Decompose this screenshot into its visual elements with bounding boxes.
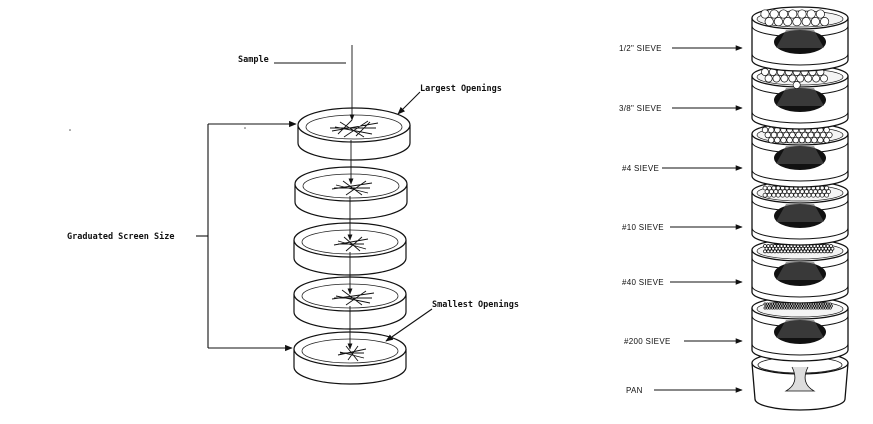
sieve-stack-diagram: 1/2" SIEVE 3/8" SIEVE #4 SIEVE #10 SIEVE… [619,6,849,411]
sieve-4 [751,180,849,246]
sieve-6 [751,296,849,362]
sieve-2 [751,64,849,130]
sieve-label-no4: #4 SIEVE [622,164,659,173]
sieve-labels: 1/2" SIEVE 3/8" SIEVE #4 SIEVE #10 SIEVE… [619,44,671,395]
sieve-label-no10: #10 SIEVE [622,223,664,232]
sieve-label-pan: PAN [626,386,643,395]
screen-mesh-marks [330,119,379,362]
smallest-openings-label: Smallest Openings [432,299,519,310]
sieve-arrows [654,45,743,393]
smallest-leader [385,308,433,342]
largest-openings-label: Largest Openings [420,83,502,94]
graduated-bracket [196,120,297,352]
sieve-5 [751,238,849,304]
sieve-1 [751,6,849,72]
flow-arrows [347,45,355,350]
sieve-label-three-eighths: 3/8" SIEVE [619,104,662,113]
sample-label: Sample [238,55,269,65]
largest-leader [397,91,421,115]
screen-stack-diagram: Sample Largest Openings Smallest Opening… [67,45,519,385]
sieve-label-no200: #200 SIEVE [624,337,671,346]
sieve-3 [751,122,849,188]
graduated-screen-size-label: Graduated Screen Size [67,231,174,242]
screen-dish-1 [297,107,411,161]
sieve-label-no40: #40 SIEVE [622,278,664,287]
sieve-label-half-inch: 1/2" SIEVE [619,44,662,53]
sieve-stack [751,6,849,411]
